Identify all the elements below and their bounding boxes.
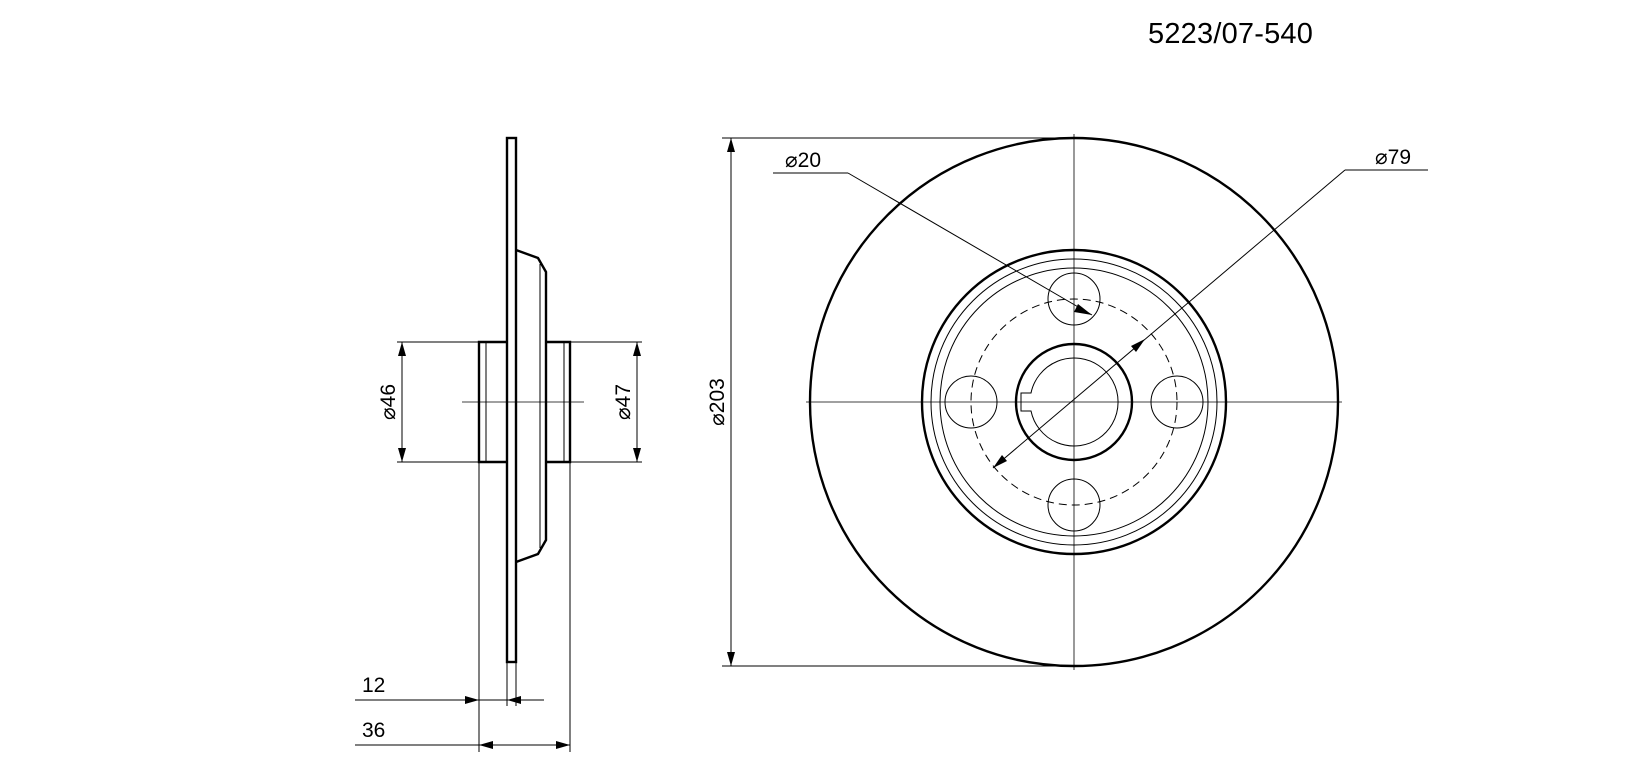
diameter-symbol: ⌀	[706, 413, 729, 426]
dim-label-36: 36	[362, 719, 385, 742]
hat-outline	[515, 248, 548, 564]
svg-text:⌀47: ⌀47	[612, 384, 635, 420]
diameter-symbol: ⌀	[612, 407, 635, 420]
dim-label-203: 203	[706, 378, 729, 413]
svg-text:⌀20: ⌀20	[785, 149, 821, 172]
diameter-symbol: ⌀	[377, 407, 400, 420]
dim-label-12: 12	[362, 674, 385, 697]
dim-label-79: 79	[1388, 146, 1411, 169]
dim-label-46: 46	[377, 384, 400, 407]
front-view: ⌀203 ⌀20 ⌀79	[706, 134, 1428, 670]
disc-plate-section	[505, 136, 518, 664]
svg-text:⌀79: ⌀79	[1375, 146, 1411, 169]
diameter-symbol: ⌀	[1375, 146, 1388, 169]
side-view: ⌀46 ⌀47 12 36	[355, 136, 642, 752]
svg-text:⌀46: ⌀46	[377, 384, 400, 420]
svg-text:⌀203: ⌀203	[706, 378, 729, 426]
dim-label-20: 20	[798, 149, 821, 172]
diameter-symbol: ⌀	[785, 149, 798, 172]
leader-20-diagonal	[847, 172, 1093, 316]
dim-label-47: 47	[612, 384, 635, 407]
bore-spline	[1020, 357, 1119, 447]
part-number: 5223/07-540	[1148, 18, 1314, 50]
leader-79-diagonal	[992, 169, 1346, 469]
